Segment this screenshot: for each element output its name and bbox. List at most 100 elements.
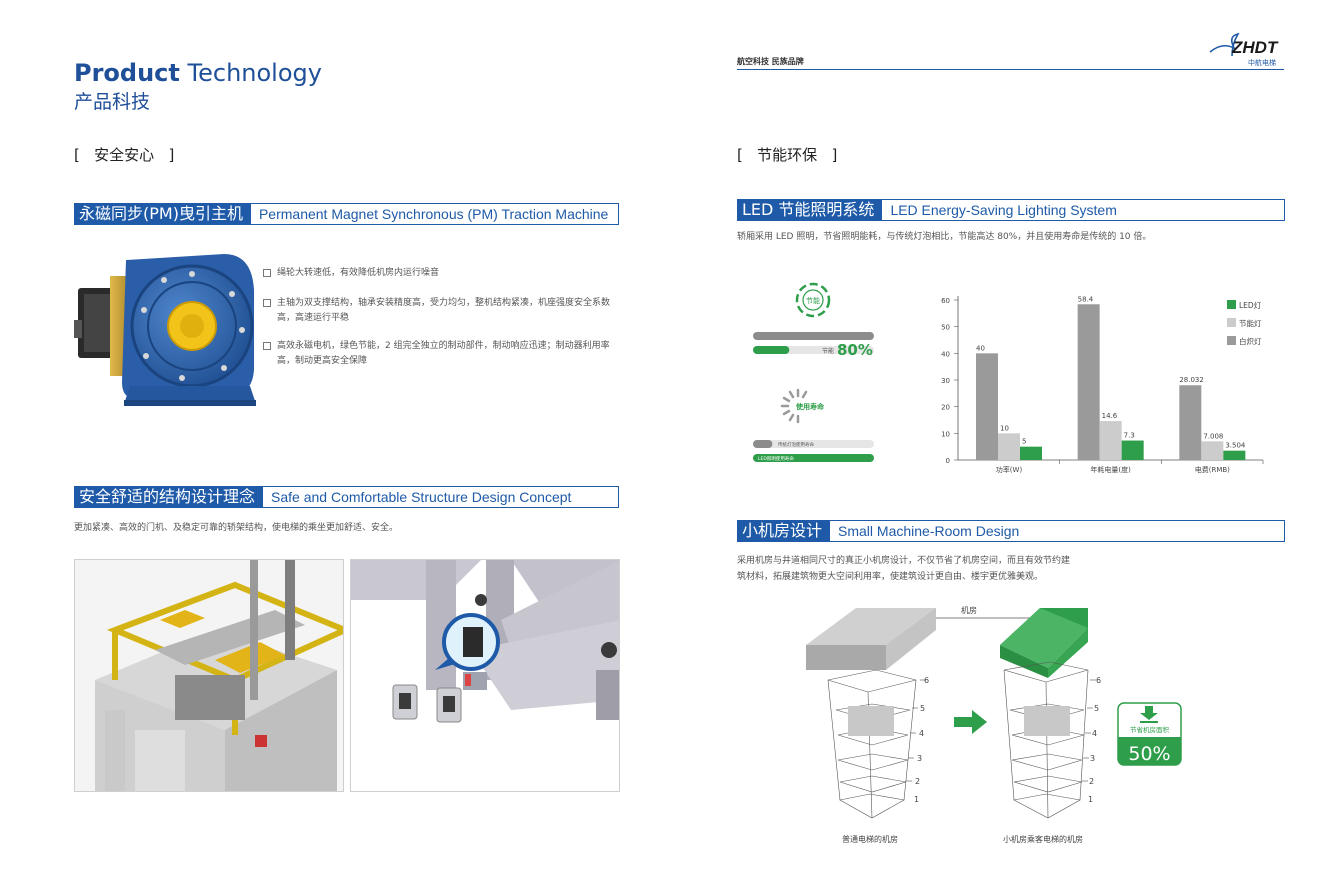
pm-machine-image bbox=[74, 254, 256, 406]
logo-mark: ZHDT 中航电梯 bbox=[1209, 32, 1279, 67]
bar bbox=[976, 353, 998, 460]
small-room-heading: 小机房设计 Small Machine-Room Design bbox=[737, 520, 1285, 542]
legend-swatch bbox=[1227, 318, 1236, 327]
pm-bullet-text: 绳轮大转速低，有效降低机房内运行噪音 bbox=[277, 268, 440, 278]
small-room-heading-en: Small Machine-Room Design bbox=[838, 523, 1020, 539]
bar-value-label: 7.008 bbox=[1203, 432, 1223, 440]
structure-heading-en: Safe and Comfortable Structure Design Co… bbox=[271, 489, 572, 505]
y-tick-label: 10 bbox=[941, 430, 950, 438]
saving-percent-text: 80% bbox=[837, 341, 873, 359]
y-tick-label: 60 bbox=[941, 297, 950, 305]
bar bbox=[1223, 450, 1246, 460]
small-room-heading-cn: 小机房设计 bbox=[738, 521, 831, 541]
door-machine-illustration bbox=[351, 560, 619, 791]
small-room-desc-2: 筑材料，拓展建筑物更大空间利用率，使建筑设计更自由、楼宇更优雅美观。 bbox=[737, 572, 1044, 582]
title-en-bold: Product bbox=[74, 59, 180, 87]
structure-heading-cn: 安全舒适的结构设计理念 bbox=[75, 487, 264, 507]
x-tick-label: 功率(W) bbox=[996, 465, 1023, 474]
saving-fill-bar bbox=[753, 346, 790, 354]
life-badge-text: 使用寿命 bbox=[795, 402, 825, 411]
down-arrow-icon bbox=[1140, 706, 1158, 720]
legend-label: LED灯 bbox=[1239, 300, 1262, 310]
led-heading-en: LED Energy-Saving Lighting System bbox=[890, 202, 1117, 218]
conventional-life-bar bbox=[753, 440, 773, 448]
legend-label: 节能灯 bbox=[1239, 318, 1262, 328]
page-title-cn: 产品科技 bbox=[74, 91, 151, 113]
logo-cn-text: 中航电梯 bbox=[1248, 58, 1276, 67]
logo-text: ZHDT bbox=[1231, 38, 1279, 57]
right-arrow-icon bbox=[954, 710, 987, 734]
bar bbox=[1179, 385, 1202, 460]
floor-label: 3 bbox=[917, 754, 922, 763]
section-tag-safety-label: 安全安心 bbox=[94, 146, 155, 164]
y-tick-label: 40 bbox=[941, 350, 950, 358]
bar-value-label: 28.032 bbox=[1179, 376, 1203, 384]
floor-label: 1 bbox=[914, 795, 919, 804]
small-room-caption: 小机房乘客电梯的机房 bbox=[1003, 834, 1083, 844]
legend-swatch bbox=[1227, 300, 1236, 309]
bar bbox=[1121, 440, 1144, 460]
section-tag-energy: [ 节能环保 ] bbox=[737, 146, 838, 164]
floor-label: 5 bbox=[920, 704, 925, 713]
header-rule bbox=[737, 69, 1284, 70]
pm-machine-heading-en: Permanent Magnet Synchronous (PM) Tracti… bbox=[258, 206, 609, 222]
saving-badge-text: 节能 bbox=[806, 296, 820, 305]
bar-value-label: 5 bbox=[1022, 438, 1026, 446]
legend-label: 白炽灯 bbox=[1239, 336, 1262, 346]
pm-bullet-text: 高效永磁电机，绿色节能，2 组完全独立的制动部件，制动响应迅速；制动器利用率高，… bbox=[277, 341, 610, 366]
y-tick-label: 20 bbox=[941, 404, 950, 412]
structure-heading: 安全舒适的结构设计理念 Safe and Comfortable Structu… bbox=[74, 486, 619, 508]
saving-ring-icon bbox=[795, 282, 831, 318]
pm-bullet-list: 绳轮大转速低，有效降低机房内运行噪音 主轴为双支撑结构，轴承安装精度高，受力均匀… bbox=[263, 266, 623, 369]
pm-machine-heading-cn: 永磁同步(PM)曳引主机 bbox=[75, 204, 251, 224]
checkbox-icon bbox=[263, 299, 271, 307]
page-title-en: Product Technology bbox=[74, 58, 322, 88]
bar-value-label: 7.3 bbox=[1124, 432, 1135, 440]
floor-label: 2 bbox=[915, 777, 920, 786]
section-tag-safety: [ 安全安心 ] bbox=[74, 146, 175, 164]
led-heading: LED 节能照明系统 LED Energy-Saving Lighting Sy… bbox=[737, 199, 1285, 221]
machine-room-diagram: 机房 6 5 4 3 2 1 bbox=[806, 605, 1182, 844]
led-description: 轿厢采用 LED 照明，节省照明能耗，与传统灯泡相比，节能高达 80%，并且使用… bbox=[737, 232, 1152, 242]
pm-bullet: 绳轮大转速低，有效降低机房内运行噪音 bbox=[263, 266, 623, 281]
car-frame-illustration bbox=[75, 560, 343, 791]
brand-slogan: 航空科技 民族品牌 bbox=[737, 57, 804, 66]
bar bbox=[1077, 304, 1100, 460]
life-spinner-icon bbox=[780, 388, 808, 424]
floor-label: 5 bbox=[1094, 704, 1099, 713]
small-room-building bbox=[1000, 608, 1089, 819]
legend-swatch bbox=[1227, 336, 1236, 345]
floor-label: 3 bbox=[1090, 754, 1095, 763]
pm-bullet-text: 主轴为双支撑结构，轴承安装精度高，受力均匀，整机结构紧凑，机座强度安全系数高，高… bbox=[277, 298, 611, 323]
bar bbox=[1099, 421, 1122, 460]
small-room-desc-1: 采用机房与井道相同尺寸的真正小机房设计，不仅节省了机房空间，而且有效节约建 bbox=[737, 556, 1071, 566]
section-tag-energy-label: 节能环保 bbox=[757, 146, 818, 164]
floor-label: 2 bbox=[1089, 777, 1094, 786]
bar bbox=[1020, 446, 1042, 460]
pm-bullet: 主轴为双支撑结构，轴承安装精度高，受力均匀，整机结构紧凑，机座强度安全系数高，高… bbox=[263, 296, 623, 326]
saving-small-label: 节能 bbox=[822, 347, 834, 355]
led-life-bar bbox=[753, 454, 874, 462]
floor-label: 1 bbox=[1088, 795, 1093, 804]
bar-value-label: 3.504 bbox=[1225, 442, 1246, 450]
conventional-life-label: 传统灯泡使用寿命 bbox=[778, 441, 814, 448]
bar-value-label: 10 bbox=[1000, 424, 1009, 432]
area-saving-badge: 节省机房面积 50% bbox=[1117, 702, 1182, 766]
title-en-light: Technology bbox=[187, 59, 322, 87]
machine-room-label: 机房 bbox=[961, 605, 977, 615]
x-tick-label: 电费(RMB) bbox=[1195, 465, 1230, 474]
pm-machine-heading: 永磁同步(PM)曳引主机 Permanent Magnet Synchronou… bbox=[74, 203, 619, 225]
y-tick-label: 50 bbox=[941, 324, 950, 332]
bar-value-label: 14.6 bbox=[1102, 412, 1118, 420]
pm-bullet: 高效永磁电机，绿色节能，2 组完全独立的制动部件，制动响应迅速；制动器利用率高，… bbox=[263, 339, 623, 369]
conventional-room-caption: 普通电梯的机房 bbox=[842, 834, 898, 844]
conventional-bar bbox=[753, 332, 874, 340]
floor-label: 6 bbox=[924, 676, 929, 685]
energy-bar-chart: 010203040506040105功率(W)58.414.67.3年耗电量(度… bbox=[941, 295, 1264, 474]
floor-label: 4 bbox=[1092, 729, 1097, 738]
zhdt-logo: ZHDT 中航电梯 bbox=[1208, 32, 1284, 68]
floor-label: 4 bbox=[919, 729, 924, 738]
area-saving-value: 50% bbox=[1128, 743, 1170, 765]
life-track bbox=[753, 440, 874, 448]
x-tick-label: 年耗电量(度) bbox=[1090, 465, 1131, 474]
